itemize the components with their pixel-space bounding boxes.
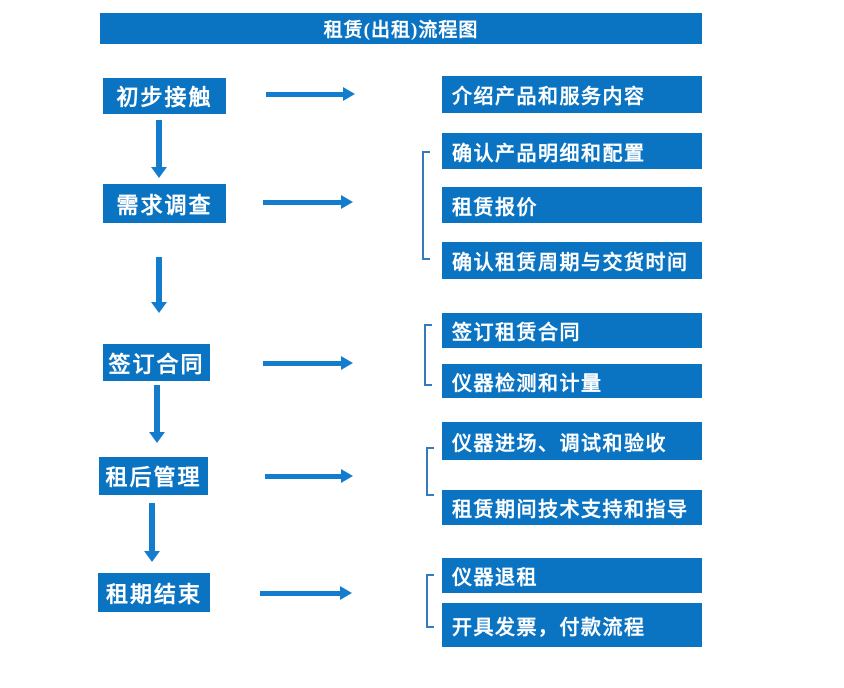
right-arrow-icon: [265, 469, 353, 483]
detail-box-instrument-testing-measurement: 仪器检测和计量: [442, 364, 702, 398]
group-bracket: [426, 447, 434, 496]
detail-box-sign-rental-contract: 签订租赁合同: [442, 313, 702, 348]
detail-box-instrument-setup-acceptance: 仪器进场、调试和验收: [442, 422, 702, 460]
detail-box-instrument-return: 仪器退租: [442, 558, 702, 593]
detail-box-introduce-products-services: 介绍产品和服务内容: [442, 76, 702, 113]
step-box-post-rental-management: 租后管理: [99, 457, 208, 495]
right-arrow-icon: [266, 87, 355, 101]
step-box-rental-end: 租期结束: [98, 573, 210, 612]
step-box-initial-contact: 初步接触: [103, 78, 226, 114]
step-box-demand-survey: 需求调查: [103, 184, 226, 223]
right-arrow-icon: [260, 586, 352, 600]
down-arrow-icon: [144, 503, 160, 562]
detail-box-technical-support-guidance: 租赁期间技术支持和指导: [442, 490, 702, 525]
flowchart-title: 租赁(出租)流程图: [100, 13, 702, 44]
group-bracket: [422, 151, 430, 260]
right-arrow-icon: [263, 356, 353, 370]
detail-box-confirm-rental-period-delivery: 确认租赁周期与交货时间: [442, 242, 702, 279]
down-arrow-icon: [151, 257, 167, 313]
detail-box-rental-quotation: 租赁报价: [442, 187, 702, 223]
down-arrow-icon: [151, 120, 167, 178]
down-arrow-icon: [149, 385, 165, 443]
detail-box-invoice-payment-process: 开具发票，付款流程: [442, 603, 702, 647]
group-bracket: [426, 574, 434, 628]
right-arrow-icon: [263, 195, 353, 209]
step-box-sign-contract: 签订合同: [103, 344, 210, 381]
group-bracket: [424, 324, 432, 386]
detail-box-confirm-product-details: 确认产品明细和配置: [442, 133, 702, 169]
